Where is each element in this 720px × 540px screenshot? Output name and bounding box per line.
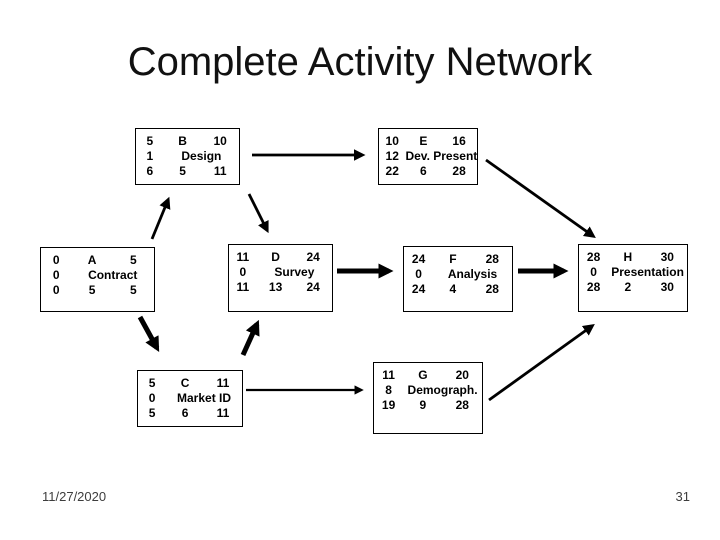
node-name: Survey [274, 265, 315, 279]
node-ls: 19 [381, 398, 396, 412]
activity-node-e: 10 E 16 12 Dev. Present 22 6 28 [378, 128, 478, 185]
node-slack: 0 [590, 265, 597, 279]
node-id: E [419, 134, 428, 148]
node-lf: 30 [660, 280, 674, 294]
node-ef: 30 [660, 250, 674, 264]
node-slack: 8 [385, 383, 392, 397]
node-es: 28 [586, 250, 601, 264]
activity-node-d: 11 D 24 0 Survey 11 13 24 [228, 244, 333, 312]
node-ls: 22 [385, 164, 399, 178]
node-duration: 4 [449, 282, 457, 296]
node-name: Contract [88, 268, 138, 282]
node-name: Presentation [611, 265, 684, 279]
slide-date: 11/27/2020 [42, 489, 107, 504]
activity-node-g: 11 G 20 8 Demograph. 19 9 28 [373, 362, 483, 434]
node-duration: 6 [419, 164, 427, 178]
node-duration: 6 [181, 406, 189, 420]
node-name: Dev. Present [405, 149, 478, 163]
node-lf: 11 [213, 164, 227, 178]
node-id: H [623, 250, 633, 264]
slide-page-number: 31 [675, 489, 690, 504]
node-ls: 6 [146, 164, 154, 178]
node-id: C [180, 376, 190, 390]
node-ls: 24 [411, 282, 426, 296]
node-ef: 28 [485, 252, 499, 266]
node-ef: 24 [306, 250, 320, 264]
node-ef: 10 [213, 134, 227, 148]
node-duration: 2 [624, 280, 632, 294]
node-ef: 5 [130, 253, 137, 267]
node-slack: 1 [146, 149, 154, 163]
node-ef: 11 [216, 376, 230, 390]
node-id: B [178, 134, 187, 148]
node-slack: 0 [148, 391, 156, 405]
node-ls: 11 [236, 280, 250, 294]
node-name: Analysis [447, 267, 498, 281]
activity-node-h: 28 H 30 0 Presentation 28 2 30 [578, 244, 688, 312]
node-lf: 28 [485, 282, 499, 296]
node-lf: 28 [455, 398, 469, 412]
node-duration: 13 [268, 280, 283, 294]
node-slack: 0 [239, 265, 247, 279]
node-id: A [87, 253, 97, 267]
node-name: Design [181, 149, 222, 163]
node-ls: 0 [52, 283, 60, 297]
node-name: Market ID [177, 391, 232, 405]
node-ls: 28 [586, 280, 601, 294]
node-duration: 5 [88, 283, 96, 297]
node-ef: 20 [455, 368, 469, 382]
arrow-e-h [485, 158, 596, 239]
slide-title: Complete Activity Network [127, 40, 593, 84]
node-lf: 24 [306, 280, 320, 294]
node-es: 11 [382, 368, 395, 382]
node-lf: 5 [130, 283, 137, 297]
node-es: 10 [385, 134, 399, 148]
node-lf: 11 [216, 406, 230, 420]
node-id: G [418, 368, 428, 382]
activity-node-b: 5 B 10 1 Design 6 5 11 [135, 128, 240, 185]
node-id: D [271, 250, 280, 264]
node-slack: 0 [52, 268, 60, 282]
node-es: 5 [146, 134, 154, 148]
node-ef: 16 [452, 134, 466, 148]
activity-node-c: 5 C 11 0 Market ID 5 6 11 [137, 370, 243, 427]
arrow-c-d [240, 319, 260, 357]
arrow-g-h [488, 323, 595, 402]
node-id: F [449, 252, 457, 266]
node-es: 5 [148, 376, 156, 390]
node-duration: 5 [179, 164, 186, 178]
arrow-b-d [247, 193, 269, 234]
arrow-a-b [150, 196, 171, 240]
activity-node-f: 24 F 28 0 Analysis 24 4 28 [403, 246, 513, 312]
node-es: 11 [236, 250, 250, 264]
node-name: Demograph. [407, 383, 478, 397]
node-slack: 12 [385, 149, 399, 163]
node-es: 0 [52, 253, 60, 267]
activity-node-a: 0 A 5 0 Contract 0 5 5 [40, 247, 155, 312]
node-lf: 28 [452, 164, 466, 178]
arrow-a-c [137, 315, 160, 352]
node-es: 24 [411, 252, 426, 266]
node-duration: 9 [419, 398, 427, 412]
node-ls: 5 [148, 406, 156, 420]
node-slack: 0 [415, 267, 422, 281]
